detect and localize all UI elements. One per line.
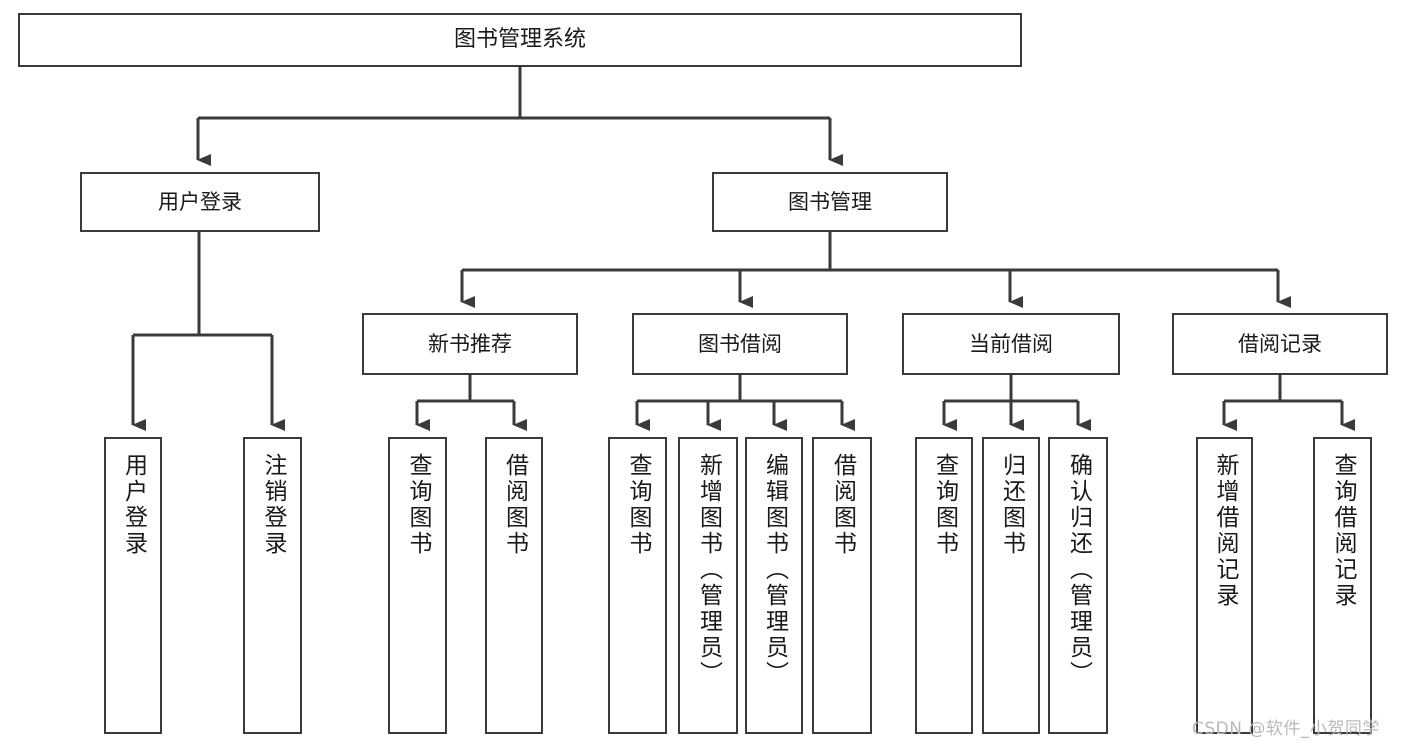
- leaf-borrow-book-newbook-label: 借阅图书: [501, 453, 528, 557]
- leaf-add-book-admin-label: 新增图书（管理员）: [695, 453, 722, 687]
- leaf-query-book-newbook-label: 查询图书: [405, 453, 431, 557]
- node-book-borrow-label: 图书借阅: [698, 331, 782, 356]
- leaf-edit-book-admin-label: 编辑图书（管理员）: [761, 453, 788, 687]
- leaf-borrow-book-label: 借阅图书: [829, 453, 856, 557]
- leaf-query-book-borrow[interactable]: 查询图书: [608, 437, 667, 734]
- leaf-query-borrow-record-label: 查询借阅记录: [1330, 453, 1356, 609]
- node-borrow-record[interactable]: 借阅记录: [1172, 313, 1388, 375]
- leaf-confirm-return-admin[interactable]: 确认归还（管理员）: [1048, 437, 1108, 734]
- node-current-borrow-label: 当前借阅: [969, 331, 1053, 356]
- leaf-add-borrow-record[interactable]: 新增借阅记录: [1196, 437, 1253, 734]
- node-borrow-record-label: 借阅记录: [1238, 331, 1322, 356]
- leaf-query-book-current-label: 查询图书: [931, 453, 958, 557]
- node-current-borrow[interactable]: 当前借阅: [902, 313, 1120, 375]
- node-new-book-recommend[interactable]: 新书推荐: [362, 313, 578, 375]
- leaf-borrow-book-newbook[interactable]: 借阅图书: [485, 437, 543, 734]
- leaf-query-book-borrow-label: 查询图书: [625, 453, 651, 557]
- leaf-query-book-newbook[interactable]: 查询图书: [388, 437, 447, 734]
- leaf-query-borrow-record[interactable]: 查询借阅记录: [1313, 437, 1372, 734]
- node-book-management-label: 图书管理: [788, 189, 872, 214]
- node-user-login[interactable]: 用户登录: [80, 172, 320, 232]
- node-root[interactable]: 图书管理系统: [18, 13, 1022, 67]
- node-user-login-label: 用户登录: [158, 189, 242, 214]
- leaf-return-book-label: 归还图书: [998, 453, 1025, 557]
- leaf-user-login[interactable]: 用户登录: [104, 437, 162, 734]
- leaf-confirm-return-admin-label: 确认归还（管理员）: [1065, 453, 1092, 687]
- leaf-user-login-label: 用户登录: [120, 453, 147, 557]
- node-root-label: 图书管理系统: [453, 27, 586, 53]
- leaf-add-book-admin[interactable]: 新增图书（管理员）: [678, 437, 738, 734]
- leaf-add-borrow-record-label: 新增借阅记录: [1212, 453, 1238, 609]
- leaf-logout-label: 注销登录: [260, 453, 286, 557]
- node-book-management[interactable]: 图书管理: [712, 172, 948, 232]
- leaf-borrow-book[interactable]: 借阅图书: [812, 437, 872, 734]
- node-book-borrow[interactable]: 图书借阅: [632, 313, 848, 375]
- node-new-book-recommend-label: 新书推荐: [428, 331, 512, 356]
- leaf-logout[interactable]: 注销登录: [243, 437, 302, 734]
- leaf-return-book[interactable]: 归还图书: [982, 437, 1040, 734]
- leaf-query-book-current[interactable]: 查询图书: [915, 437, 973, 734]
- leaf-edit-book-admin[interactable]: 编辑图书（管理员）: [745, 437, 803, 734]
